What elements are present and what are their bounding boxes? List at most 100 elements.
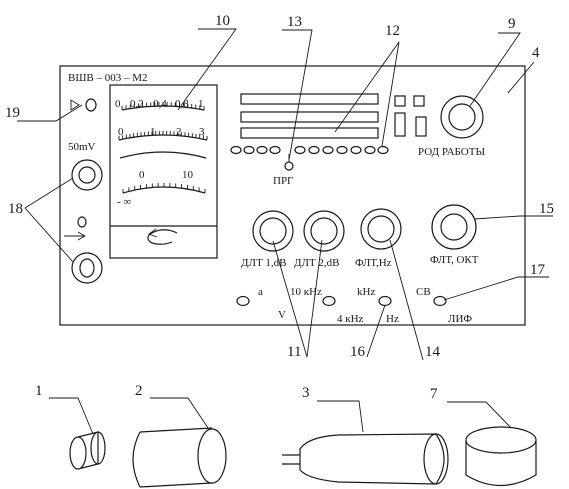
toggle-label-khz: kHz: [357, 286, 375, 298]
mode-knob[interactable]: [440, 95, 484, 139]
input-connector-lower[interactable]: [71, 252, 103, 284]
program-button[interactable]: [377, 145, 389, 155]
zero-adjust-icon[interactable]: [147, 228, 178, 245]
toggle-switch-hz[interactable]: [378, 295, 392, 307]
program-button[interactable]: [336, 145, 348, 155]
toggle-switch-a[interactable]: [236, 295, 250, 307]
knob-label-dlt2: ДЛТ 2,dB: [294, 257, 340, 269]
program-button[interactable]: [308, 145, 320, 155]
callout-number: 11: [287, 344, 301, 360]
leader-line: [317, 400, 364, 433]
toggle-switch-khz[interactable]: [322, 295, 336, 307]
scale1-tick-label: 1: [198, 98, 204, 110]
meter-arc-2: [118, 134, 208, 141]
display-bar: [240, 93, 379, 105]
lamp-icon: [85, 98, 97, 112]
leader-line: [306, 239, 323, 358]
callout-number: 12: [385, 23, 400, 39]
leader-line: [334, 41, 400, 133]
display-bar: [240, 111, 379, 123]
callout-number: 1: [35, 383, 43, 399]
leader-line: [389, 239, 424, 361]
meter-arc-4: [122, 186, 206, 194]
callout-number: 4: [532, 45, 540, 61]
toggle-switch-sv[interactable]: [433, 295, 447, 307]
leader-line: [272, 240, 308, 358]
callout-number: 9: [508, 16, 516, 32]
knob-label-flt-hz: ФЛТ,Hz: [355, 257, 392, 269]
scale1-tick-label: 0,2: [130, 98, 144, 110]
callout-number: 14: [425, 344, 441, 360]
scale1-tick-label: 0,4: [153, 98, 167, 110]
attenuator-knob-1[interactable]: [252, 210, 294, 252]
filter-hz-knob[interactable]: [360, 208, 402, 250]
toggle-label-a: a: [258, 286, 263, 298]
callout-number: 13: [287, 14, 302, 30]
pointer-meter: 0 0,2 0,4 0,8 1 0 1 2 3 0 10 - ∞: [109, 84, 218, 259]
program-button[interactable]: [294, 145, 306, 155]
leader-line: [469, 32, 521, 107]
meter-arc-3: [119, 151, 207, 159]
leader-line: [17, 104, 83, 122]
accessory-adapter: [69, 431, 106, 470]
scale2-tick-label: 3: [199, 126, 205, 138]
toggle-label-4khz: 4 кHz: [337, 313, 364, 325]
leader-line: [447, 401, 516, 433]
callout-number: 18: [8, 201, 23, 217]
display-bar: [240, 127, 379, 139]
meter-tick-marks: [118, 102, 208, 193]
toggle-label-v: V: [278, 309, 286, 321]
accessory-probe: [282, 433, 449, 485]
leader-line: [49, 397, 94, 435]
knob-label-flt-okt: ФЛТ, ОКТ: [430, 254, 479, 266]
arrow-right-icon: [64, 231, 86, 241]
program-button[interactable]: [243, 145, 255, 155]
segment-display: [240, 93, 379, 139]
scale2-tick-label: 2: [176, 126, 182, 138]
accessory-cylinder: [132, 427, 227, 488]
leader-line: [473, 215, 553, 220]
triangle-marker-icon: [70, 99, 80, 111]
accessory-cap: [465, 426, 537, 486]
leader-line: [366, 304, 386, 358]
toggle-label-sv: СВ: [416, 286, 431, 298]
callout-number: 3: [302, 385, 310, 401]
knob-label-dlt1: ДЛТ 1,dB: [241, 257, 287, 269]
scale3-tick-label: 10: [182, 169, 194, 181]
filter-oct-knob[interactable]: [431, 204, 477, 250]
program-button-row[interactable]: [230, 145, 389, 155]
range-label: 50mV: [68, 141, 96, 153]
indicator-lamp: [70, 98, 97, 112]
callout-number: 16: [350, 344, 366, 360]
scale3-min-label: - ∞: [117, 196, 131, 208]
attenuator-knob-2[interactable]: [303, 210, 345, 252]
mode-label: РОД РАБОТЫ: [418, 146, 485, 158]
scale2-tick-label: 0: [118, 126, 124, 138]
input-connector-upper[interactable]: [71, 159, 103, 191]
program-button[interactable]: [350, 145, 362, 155]
program-button[interactable]: [322, 145, 334, 155]
prg-button[interactable]: [284, 161, 294, 171]
leader-line: [24, 177, 74, 209]
model-label: ВШВ – 003 – М2: [68, 72, 148, 84]
program-button[interactable]: [230, 145, 242, 155]
leader-line: [150, 397, 209, 429]
leader-line: [381, 41, 400, 147]
callout-number: 17: [530, 262, 546, 278]
small-socket[interactable]: [77, 216, 87, 228]
toggle-label-lif: ЛИФ: [448, 313, 472, 325]
callout-number: 7: [430, 386, 438, 402]
program-button[interactable]: [364, 145, 376, 155]
program-button[interactable]: [256, 145, 268, 155]
leader-line: [507, 61, 535, 94]
callout-numbers: 10 13 12 9 4 19 18 15 17 11 16 14 1 2 3 …: [5, 13, 554, 402]
callout-number: 2: [135, 383, 143, 399]
callout-number: 10: [215, 13, 230, 29]
toggle-label-hz: Hz: [386, 313, 399, 325]
panel-frame: [59, 65, 526, 326]
program-button[interactable]: [269, 145, 281, 155]
callout-number: 15: [539, 201, 554, 217]
scale3-tick-label: 0: [139, 169, 145, 181]
switch-block[interactable]: [394, 95, 427, 137]
